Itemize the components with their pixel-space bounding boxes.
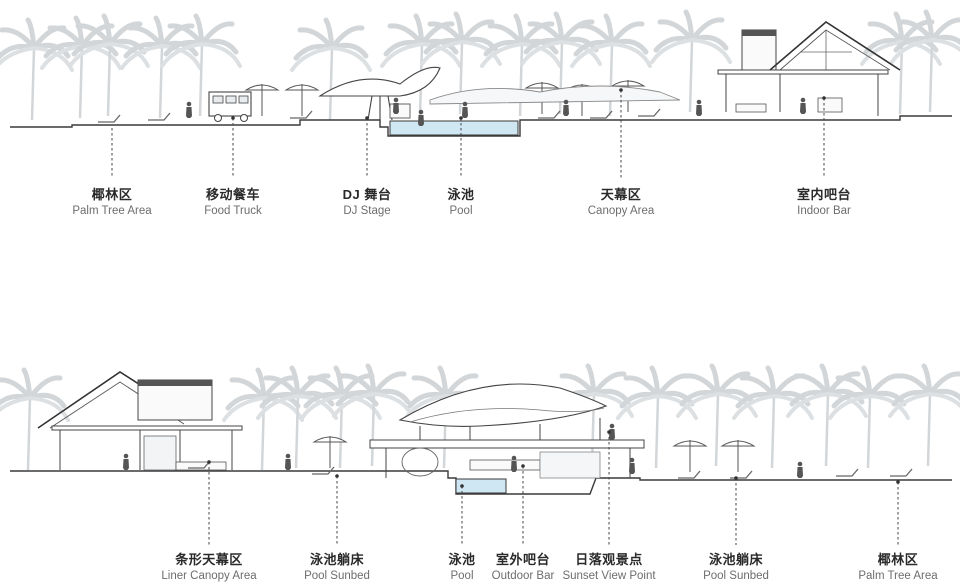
outdoor-bar-pavilion <box>369 383 645 479</box>
upper-section <box>0 12 960 178</box>
label-en: Sunset View Point <box>562 570 656 582</box>
label-pool-sunbed-left: 泳池躺床 Pool Sunbed <box>304 549 370 582</box>
label-en: Pool <box>449 205 473 217</box>
label-cn: 椰林区 <box>91 187 133 202</box>
label-cn: 室外吧台 <box>495 552 550 567</box>
lower-pool <box>455 478 507 494</box>
upper-leader-dots <box>231 88 826 120</box>
label-en: Indoor Bar <box>797 205 851 217</box>
label-en: Palm Tree Area <box>858 570 938 582</box>
label-en: Outdoor Bar <box>491 570 555 582</box>
label-pool-sunbed-right: 泳池躺床 Pool Sunbed <box>703 549 769 582</box>
label-pool-lower: 泳池 Pool <box>448 549 475 582</box>
label-en: Pool Sunbed <box>304 570 370 582</box>
label-indoor-bar: 室内吧台 Indoor Bar <box>797 184 851 217</box>
label-en: Pool Sunbed <box>703 570 769 582</box>
lower-ground-line <box>10 470 952 495</box>
food-truck <box>208 91 252 122</box>
label-cn: DJ 舞台 <box>342 187 392 202</box>
label-palm-tree-area-lower: 椰林区 Palm Tree Area <box>858 549 937 582</box>
label-sunset-view-point: 日落观景点 Sunset View Point <box>562 549 655 582</box>
upper-ground-line <box>10 115 952 137</box>
label-cn: 泳池躺床 <box>309 552 364 567</box>
upper-canopy <box>429 85 681 105</box>
upper-pool <box>389 120 519 136</box>
label-cn: 移动餐车 <box>205 187 260 202</box>
label-pool-upper: 泳池 Pool <box>447 184 474 217</box>
label-cn: 椰林区 <box>877 552 919 567</box>
label-cn: 天幕区 <box>600 187 642 202</box>
label-en: Food Truck <box>204 205 262 217</box>
liner-canopy-building <box>37 371 243 471</box>
label-food-truck: 移动餐车 Food Truck <box>204 184 262 217</box>
label-canopy-area: 天幕区 Canopy Area <box>588 184 655 217</box>
label-cn: 泳池躺床 <box>708 552 763 567</box>
label-cn: 室内吧台 <box>796 187 852 202</box>
label-en: Pool <box>450 570 474 582</box>
label-en: Canopy Area <box>587 205 655 217</box>
lower-section <box>0 366 960 545</box>
label-en: Liner Canopy Area <box>161 570 257 582</box>
label-cn: 日落观景点 <box>575 552 643 567</box>
label-cn: 泳池 <box>448 552 476 567</box>
label-cn: 泳池 <box>447 187 475 202</box>
upper-leader-lines <box>111 90 825 178</box>
label-liner-canopy-area: 条形天幕区 Liner Canopy Area <box>161 549 256 582</box>
dj-stage <box>318 66 441 121</box>
indoor-bar-building <box>717 21 901 116</box>
label-en: DJ Stage <box>343 205 391 217</box>
label-cn: 条形天幕区 <box>175 552 243 567</box>
upper-palm-trees <box>0 12 960 120</box>
label-outdoor-bar: 室外吧台 Outdoor Bar <box>492 549 555 582</box>
lower-leader-dots <box>207 430 900 488</box>
label-palm-tree-area-upper: 椰林区 Palm Tree Area <box>72 184 151 217</box>
label-dj-stage: DJ 舞台 DJ Stage <box>343 184 392 217</box>
lower-leader-lines <box>208 432 899 545</box>
label-en: Palm Tree Area <box>72 205 152 217</box>
